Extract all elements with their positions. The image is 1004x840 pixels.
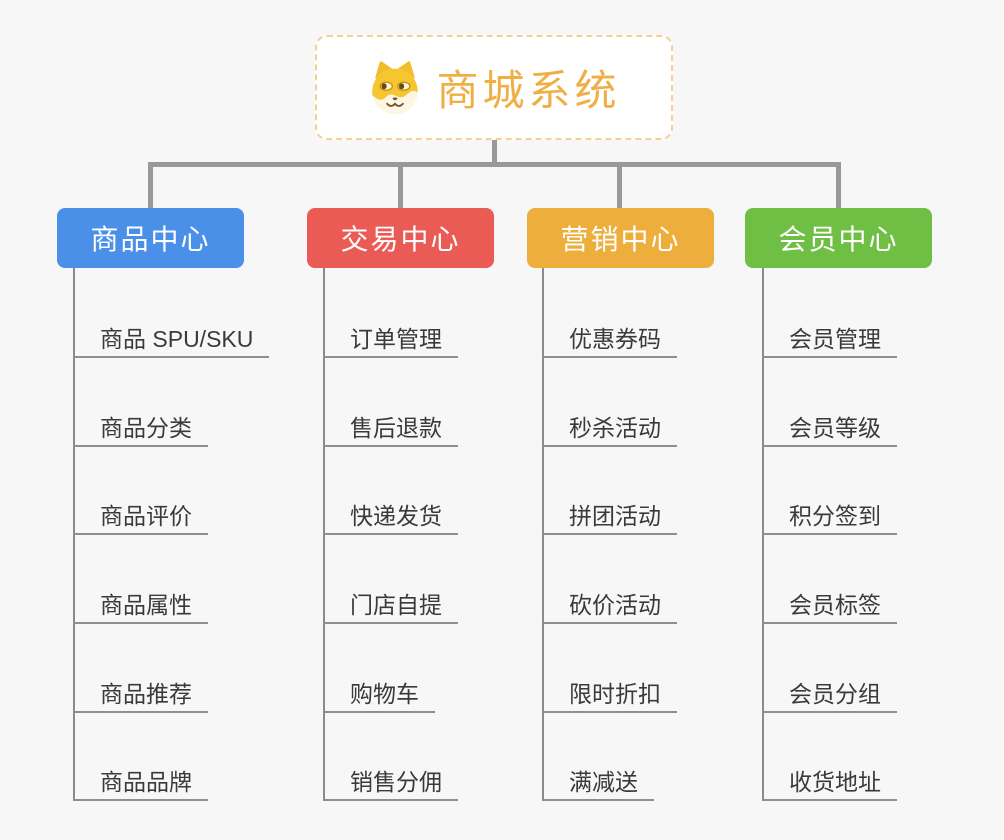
child-item[interactable]: 会员管理 xyxy=(762,316,897,358)
children-trade: 订单管理 售后退款 快递发货 门店自提 购物车 销售分佣 xyxy=(323,268,585,808)
child-item[interactable]: 拼团活动 xyxy=(542,493,677,535)
child-item[interactable]: 商品评价 xyxy=(73,493,208,535)
root-title: 商城系统 xyxy=(436,67,621,114)
child-item[interactable]: 售后退款 xyxy=(323,405,458,447)
branch-node-marketing[interactable]: 营销中心 xyxy=(527,208,714,268)
connector-bus xyxy=(148,162,841,167)
children-marketing: 优惠券码 秒杀活动 拼团活动 砍价活动 限时折扣 满减送 xyxy=(542,268,804,808)
connector-drop-members xyxy=(836,162,841,210)
branch-node-trade[interactable]: 交易中心 xyxy=(307,208,494,268)
child-item[interactable]: 会员分组 xyxy=(762,671,897,713)
child-item[interactable]: 砍价活动 xyxy=(542,582,677,624)
connector-drop-trade xyxy=(398,162,403,210)
child-item[interactable]: 收货地址 xyxy=(762,759,897,801)
child-item[interactable]: 商品 SPU/SKU xyxy=(73,316,270,358)
child-item[interactable]: 商品品牌 xyxy=(73,759,208,801)
child-item[interactable]: 商品推荐 xyxy=(73,671,208,713)
child-item[interactable]: 订单管理 xyxy=(323,316,458,358)
child-item[interactable]: 快递发货 xyxy=(323,493,458,535)
child-item[interactable]: 积分签到 xyxy=(762,493,897,535)
children-members: 会员管理 会员等级 积分签到 会员标签 会员分组 收货地址 xyxy=(762,268,1004,808)
root-node[interactable]: 商城系统 xyxy=(315,35,673,140)
dog-face-icon xyxy=(372,60,419,114)
child-item[interactable]: 购物车 xyxy=(323,671,435,713)
connector-drop-marketing xyxy=(617,162,622,210)
branch-node-members[interactable]: 会员中心 xyxy=(745,208,932,268)
child-item[interactable]: 会员等级 xyxy=(762,405,897,447)
child-item[interactable]: 满减送 xyxy=(542,759,654,801)
child-item[interactable]: 门店自提 xyxy=(323,582,458,624)
child-item[interactable]: 商品分类 xyxy=(73,405,208,447)
branch-node-products[interactable]: 商品中心 xyxy=(57,208,244,268)
child-item[interactable]: 优惠券码 xyxy=(542,316,677,358)
children-products: 商品 SPU/SKU 商品分类 商品评价 商品属性 商品推荐 商品品牌 xyxy=(73,268,335,808)
child-item[interactable]: 限时折扣 xyxy=(542,671,677,713)
child-item[interactable]: 秒杀活动 xyxy=(542,405,677,447)
child-item[interactable]: 会员标签 xyxy=(762,582,897,624)
connector-drop-products xyxy=(148,162,153,210)
connector-root-stub xyxy=(492,140,497,166)
child-item[interactable]: 商品属性 xyxy=(73,582,208,624)
child-item[interactable]: 销售分佣 xyxy=(323,759,458,801)
